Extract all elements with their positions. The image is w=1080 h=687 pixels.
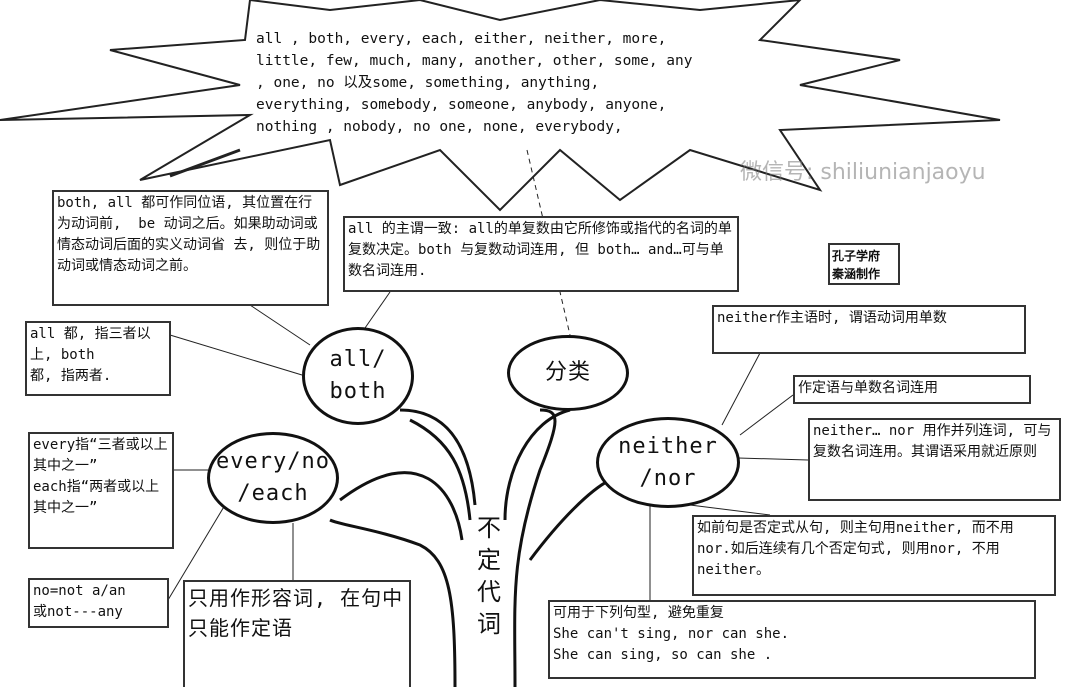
note-adjective-only: 只用作形容词, 在句中只能作定语 [183, 580, 411, 687]
node-neither-nor: neither /nor [596, 417, 740, 508]
node-every-no-each: every/no /each [207, 432, 339, 524]
trunk-branch [399, 408, 477, 506]
trunk-branch [503, 408, 571, 521]
connector [169, 334, 303, 376]
central-title: 不 定 代 词 [477, 514, 501, 638]
note-appositive: both, all 都可作同位语, 其位置在行为动词前, be 动词之后。如果助… [52, 190, 329, 306]
connector [249, 304, 311, 346]
watermark: 微信号: shiliunianjaoyu [740, 160, 986, 185]
node-classify: 分类 [507, 335, 629, 411]
connector [167, 499, 229, 601]
trunk-branch [339, 471, 464, 541]
note-negative-clause: 如前句是否定式从句, 则主句用neither, 而不用 nor.如后连续有几个否… [692, 515, 1056, 596]
note-neither-nor: neither… nor 用作并列连词, 可与复数名词连用。其谓语采用就近原则 [808, 418, 1061, 501]
trunk-branch [528, 478, 611, 561]
note-neither-subject: neither作主语时, 谓语动词用单数 [712, 305, 1026, 354]
connector [739, 394, 794, 436]
node-all-both: all/ both [302, 327, 414, 425]
note-attributive: 作定语与单数名词连用 [793, 375, 1031, 404]
connector [721, 352, 761, 426]
note-no-equals: no=not a/an 或not---any [28, 578, 169, 628]
note-every-each: every指“三者或以上其中之一” each指“两者或以上其中之一” [28, 432, 174, 549]
note-all-both-meaning: all 都, 指三者以上, both 都, 指两者. [25, 321, 171, 396]
connector [689, 504, 771, 516]
connector [169, 148, 241, 178]
starburst-shape [0, 0, 1001, 212]
note-agreement: all 的主谓一致: all的单复数由它所修饰或指代的名词的单复数决定。both… [343, 216, 739, 292]
connector [737, 457, 809, 461]
trunk-branch [409, 418, 472, 521]
logo: 孔子学府 秦涵制作 [828, 243, 900, 285]
connector [364, 291, 391, 329]
trunk-branch [329, 518, 457, 687]
note-patterns: 可用于下列句型, 避免重复 She can't sing, nor can sh… [548, 600, 1036, 679]
pronoun-list: all , both, every, each, either, neither… [256, 31, 693, 135]
